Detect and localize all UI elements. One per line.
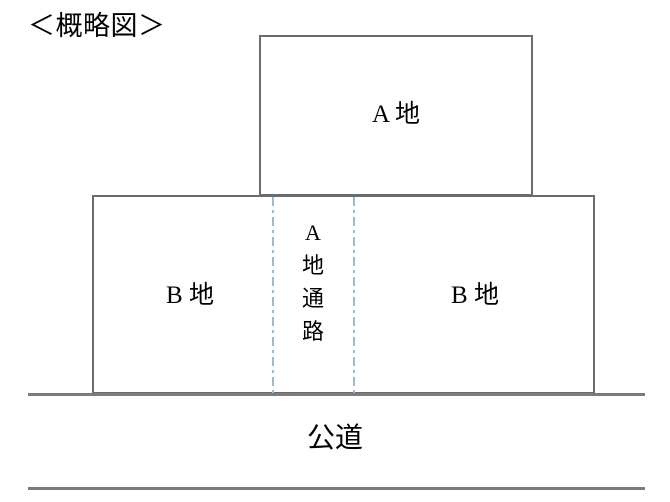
passage-label-char-2: 地 — [301, 253, 324, 278]
passage-label-char-4: 路 — [301, 319, 324, 344]
page-title: ＜概略図＞ — [28, 11, 166, 41]
public-road-label: 公道 — [306, 423, 363, 454]
passage-label-char-1: A — [305, 220, 321, 245]
parcel-b-left-label: B 地 — [166, 282, 214, 309]
passage-boundary-line-left — [272, 197, 274, 393]
passage-boundary-line-right — [353, 197, 355, 393]
parcel-b-right-label: B 地 — [451, 282, 499, 309]
parcel-a-label: A 地 — [372, 101, 420, 128]
road-boundary-line-top — [28, 393, 645, 396]
passage-label-char-3: 通 — [301, 286, 324, 311]
road-boundary-line-bottom — [28, 487, 645, 490]
passage-label: A 地 通 路 — [288, 216, 338, 348]
